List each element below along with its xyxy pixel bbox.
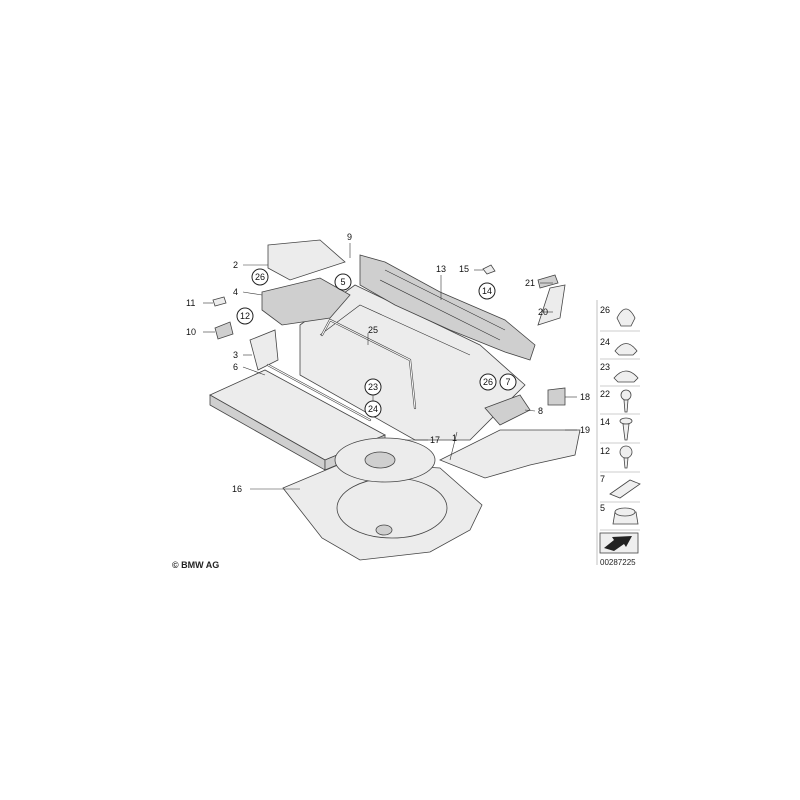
legend-label-24: 24 — [600, 337, 610, 347]
svg-text:26: 26 — [483, 377, 493, 387]
legend-label-12: 12 — [600, 446, 610, 456]
legend-item-12 — [619, 445, 633, 459]
callout-15: 15 — [459, 264, 469, 274]
svg-text:12: 12 — [240, 311, 250, 321]
callout-circled-26-b: 26 — [479, 373, 497, 391]
side-trim — [249, 329, 279, 371]
callout-16: 16 — [232, 484, 242, 494]
clip-11 — [212, 296, 227, 307]
callout-2: 2 — [233, 260, 238, 270]
leader-lines — [203, 243, 577, 490]
callout-20: 20 — [538, 307, 548, 317]
svg-text:7: 7 — [505, 377, 510, 387]
storage-tray-upper — [267, 239, 346, 281]
legend-item-22 — [620, 389, 632, 401]
legend-label-5: 5 — [600, 503, 605, 513]
drawing-number: 00287225 — [600, 558, 636, 567]
callout-1: 1 — [452, 433, 457, 443]
clip-15 — [482, 264, 496, 275]
clip-10 — [214, 321, 234, 340]
svg-text:5: 5 — [340, 277, 345, 287]
callout-circled-24: 24 — [364, 400, 382, 418]
wheel-well-plug — [375, 524, 393, 536]
callout-25: 25 — [368, 325, 378, 335]
callout-17: 17 — [430, 435, 440, 445]
legend-label-22: 22 — [600, 389, 610, 399]
battery-tray — [439, 429, 581, 479]
callout-circled-7: 7 — [499, 373, 517, 391]
callout-4: 4 — [233, 287, 238, 297]
callout-9: 9 — [347, 232, 352, 242]
bracket-20 — [537, 284, 566, 326]
callout-circled-12: 12 — [236, 307, 254, 325]
legend-item-24 — [614, 343, 638, 356]
rear-panel-trim — [359, 254, 536, 361]
arrow-icon — [604, 536, 632, 551]
legend-item-14 — [619, 417, 633, 425]
callout-18: 18 — [580, 392, 590, 402]
callout-3: 3 — [233, 350, 238, 360]
tie-down-bracket — [484, 394, 531, 426]
callout-circled-26-a: 26 — [251, 268, 269, 286]
svg-text:14: 14 — [482, 286, 492, 296]
svg-text:23: 23 — [368, 382, 378, 392]
callout-21: 21 — [525, 278, 535, 288]
legend-label-23: 23 — [600, 362, 610, 372]
callout-circled-14: 14 — [478, 282, 496, 300]
clip-18 — [547, 387, 566, 406]
callout-6: 6 — [233, 362, 238, 372]
callout-13: 13 — [436, 264, 446, 274]
clip-21 — [537, 274, 559, 289]
callout-circled-23: 23 — [364, 378, 382, 396]
callout-19: 19 — [580, 425, 590, 435]
legend-label-26: 26 — [600, 305, 610, 315]
storage-tray-lower — [261, 277, 351, 326]
legend-label-7: 7 — [600, 474, 605, 484]
callout-circled-5: 5 — [334, 273, 352, 291]
callout-8: 8 — [538, 406, 543, 416]
legend-item-7 — [609, 479, 641, 499]
svg-text:24: 24 — [368, 404, 378, 414]
svg-text:26: 26 — [255, 272, 265, 282]
legend-label-14: 14 — [600, 417, 610, 427]
legend-item-26 — [616, 308, 636, 327]
hardware-legend: 26 24 23 22 14 12 7 5 — [596, 300, 641, 565]
callout-10: 10 — [186, 327, 196, 337]
legend-item-23 — [613, 370, 639, 383]
copyright: © BMW AG — [172, 560, 219, 570]
callout-11: 11 — [186, 298, 195, 308]
